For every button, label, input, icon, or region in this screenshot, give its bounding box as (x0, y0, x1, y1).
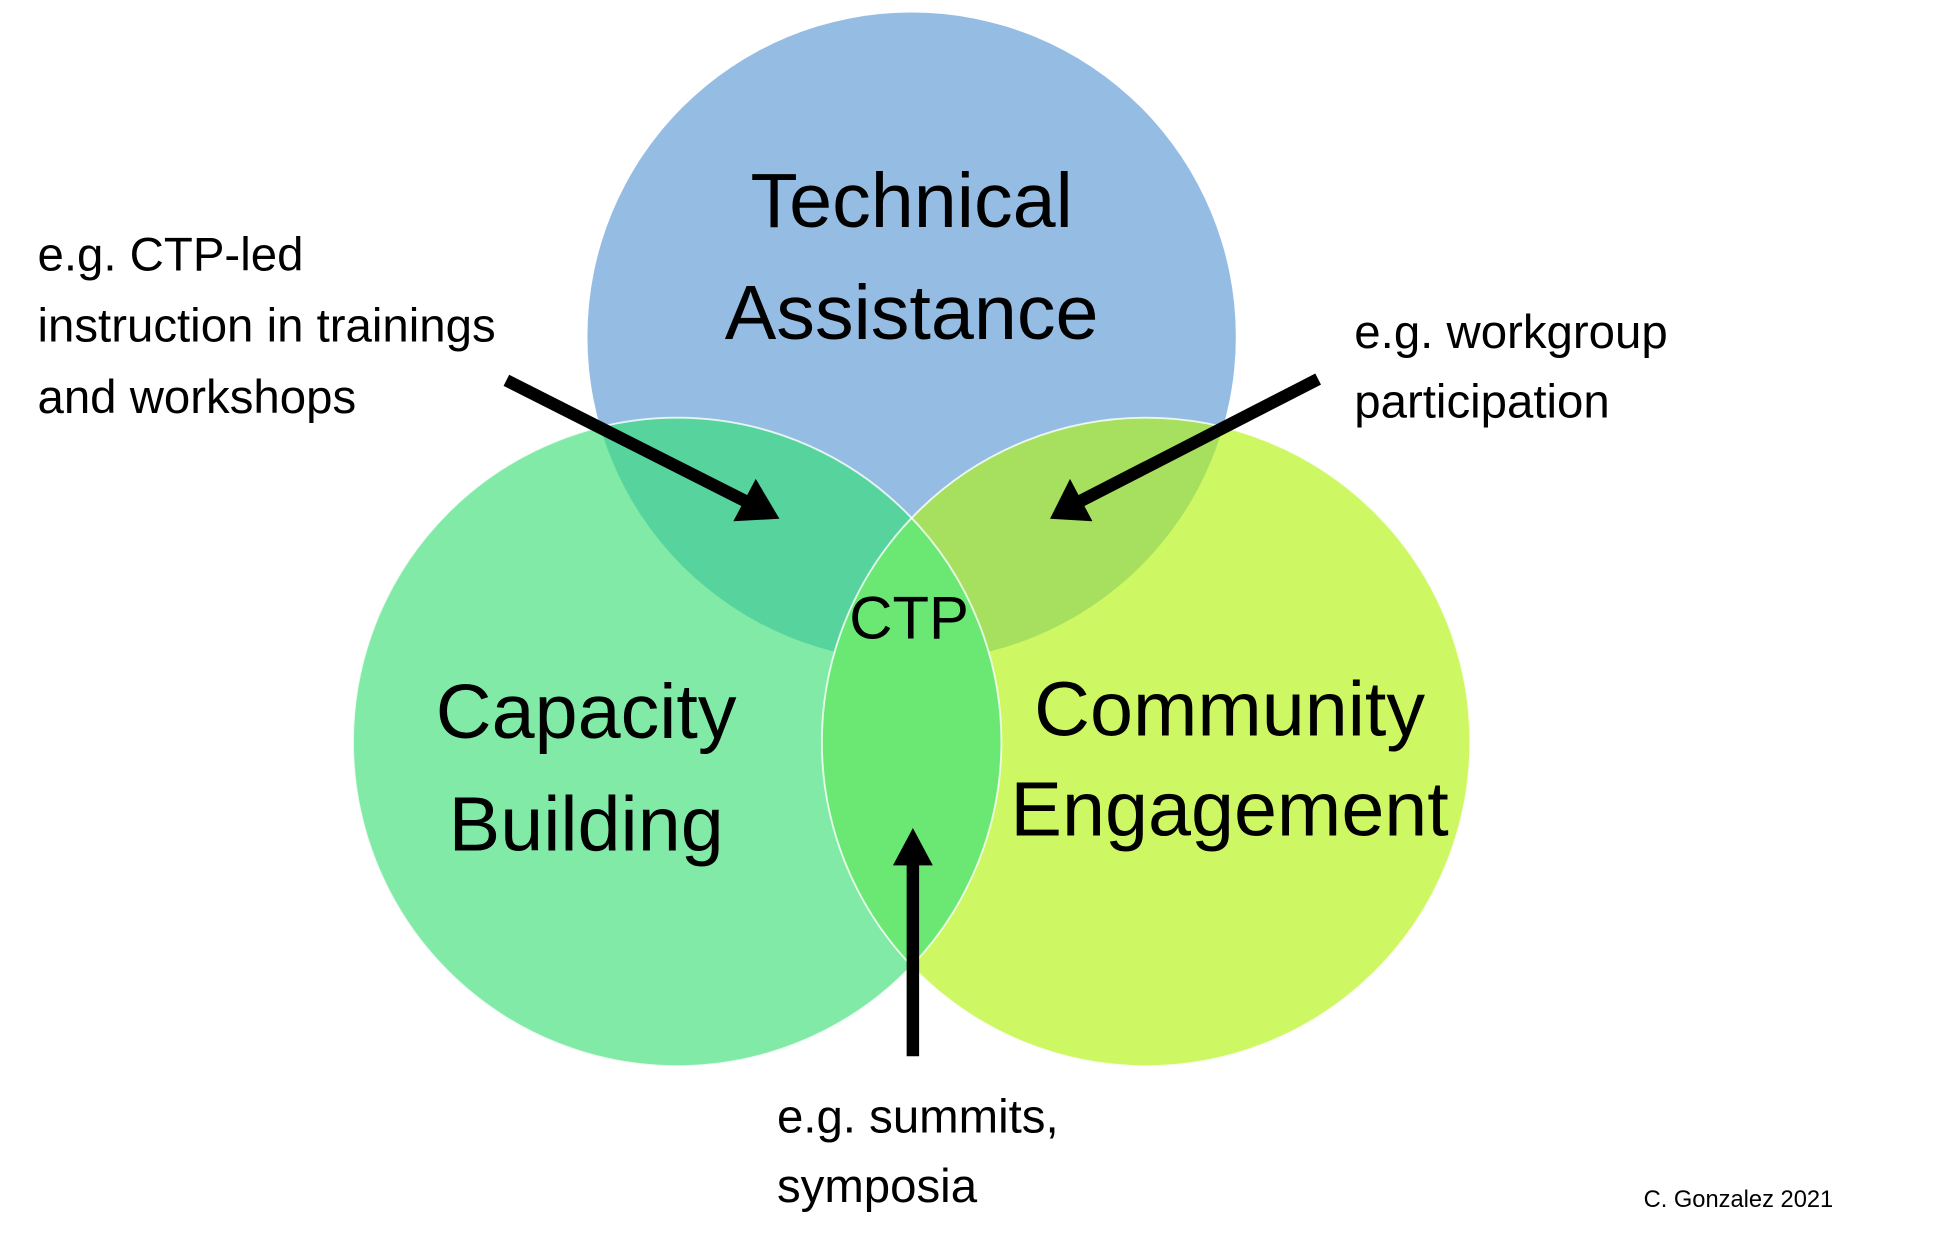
credit: C. Gonzalez 2021 (1644, 1187, 1834, 1213)
arrow-bottom (892, 828, 933, 1057)
community-outline (820, 416, 1472, 1068)
center-label: CTP (849, 584, 969, 651)
bottom-note-line1: e.g. summits, (777, 1090, 1059, 1143)
community-label-line2: Engagement (1010, 766, 1448, 852)
community-label-line1: Community (1034, 667, 1425, 753)
capacity-outline (352, 416, 1003, 1068)
left-note-line3: and workshops (37, 371, 356, 424)
right-note-line2: participation (1354, 376, 1609, 429)
arrow-right (1050, 373, 1321, 522)
right-note-line1: e.g. workgroup (1354, 306, 1667, 359)
bottom-note-line2: symposia (777, 1160, 978, 1213)
technical-label-line1: Technical (751, 158, 1073, 244)
technical-label-line2: Assistance (725, 270, 1099, 356)
overlap-technical-capacity (587, 417, 1002, 661)
left-note-line1: e.g. CTP-led (37, 229, 303, 282)
overlap-technical-community (821, 417, 1236, 661)
arrow-left (503, 374, 780, 522)
capacity-label-line2: Building (449, 781, 724, 867)
capacity-label-line1: Capacity (436, 669, 737, 755)
left-note-line2: instruction in trainings (37, 300, 495, 353)
